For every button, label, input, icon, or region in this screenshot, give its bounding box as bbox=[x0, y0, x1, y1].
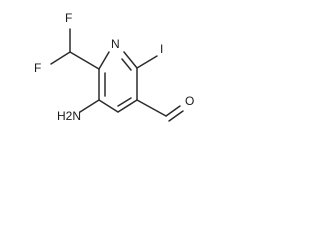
atom-amine: H2N bbox=[57, 109, 81, 123]
bond-c5-amine bbox=[79, 99, 100, 113]
atom-fluorine-top: F bbox=[65, 11, 72, 25]
atom-iodine: I bbox=[160, 42, 163, 56]
bond-ring-n-c2-inner bbox=[121, 58, 132, 71]
bond-c2-iodine bbox=[136, 55, 158, 69]
bond-ring-n-c2 bbox=[123, 51, 138, 69]
bond-ring-c1-n bbox=[98, 51, 110, 70]
bond-c3-cho bbox=[136, 99, 167, 117]
bond-ring-c3-c4-inner bbox=[117, 97, 132, 107]
bond-ring-c4-c5 bbox=[98, 99, 119, 113]
atom-nitrogen: N bbox=[111, 37, 120, 51]
bond-cho-oxygen-double bbox=[168, 110, 184, 122]
bond-ring-c3-c4 bbox=[117, 99, 138, 113]
molecule-structure: F F N I H2N O bbox=[34, 11, 194, 123]
atom-oxygen: O bbox=[185, 94, 194, 108]
bond-cho-oxygen bbox=[165, 105, 181, 117]
bond-chf2-f-left bbox=[50, 51, 71, 65]
bond-c1-chf2 bbox=[69, 51, 100, 70]
atom-fluorine-left: F bbox=[34, 61, 41, 75]
